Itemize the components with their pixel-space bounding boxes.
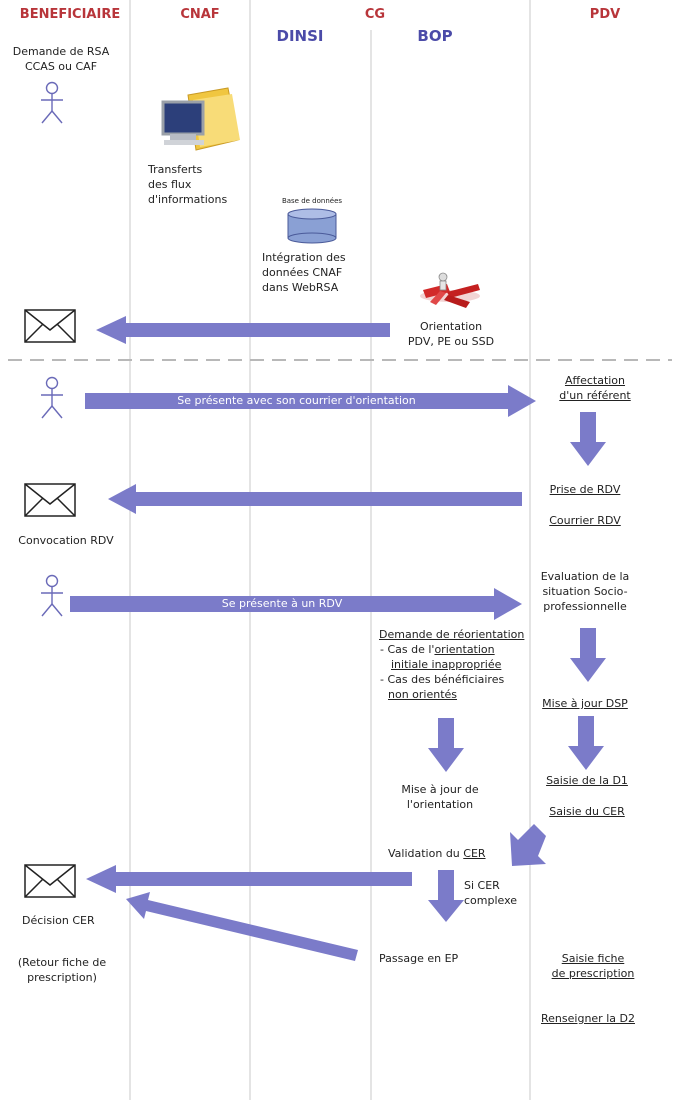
saisie-fiche-text: Saisie fiche de prescription	[551, 952, 635, 980]
orientation-text: Orientation PDV, PE ou SSD	[407, 320, 495, 348]
arrow-affectation-down	[570, 412, 606, 466]
affectation-text: Affectation d'un référent	[559, 374, 631, 402]
lane-header-dinsi: DINSI	[276, 27, 324, 45]
envelope-icon	[24, 483, 76, 517]
database-icon	[287, 208, 337, 244]
cas-beneficiaires-line1: - Cas des bénéficiaires	[380, 673, 505, 686]
lane-header-cnaf: CNAF	[180, 7, 220, 22]
envelope-icon	[24, 864, 76, 898]
database-label: Base de données	[281, 197, 343, 205]
envelope-icon	[24, 309, 76, 343]
lane-header-cg: CG	[364, 7, 386, 22]
demande-rsa-text: Demande de RSA CCAS ou CAF	[12, 45, 110, 73]
integration-text: Intégration des données CNAF dans WebRSA	[262, 251, 346, 294]
renseigner-d2-text: Renseigner la D2	[541, 1012, 635, 1025]
decision-cer-text: Décision CER	[22, 914, 95, 927]
courrier-rdv-text: Courrier RDV	[549, 514, 621, 527]
transferts-text: Transferts des flux d'informations	[148, 163, 228, 206]
saisie-d1-text: Saisie de la D1	[546, 774, 628, 787]
lane-header-bop: BOP	[417, 27, 453, 45]
arrow-decision-cer	[86, 865, 412, 893]
orientation-arrows-icon	[420, 272, 480, 308]
evaluation-text: Evaluation de la situation Socio- profes…	[540, 570, 630, 613]
stick-figure-icon	[40, 574, 64, 617]
cas-beneficiaires-line2: non orientés	[388, 688, 458, 701]
presente-courrier-label: Se présente avec son courrier d'orientat…	[177, 394, 416, 407]
arrow-cer-diagonal	[510, 824, 546, 866]
lane-header-beneficiaire: BENEFICIAIRE	[19, 7, 121, 22]
arrow-validation-down	[428, 870, 464, 922]
arrow-convocation	[108, 484, 522, 514]
arrow-reorientation-down	[428, 718, 464, 772]
arrow-evaluation-down	[570, 628, 606, 682]
saisie-cer-text: Saisie du CER	[549, 805, 625, 818]
si-cer-complexe-text: Si CER complexe	[464, 879, 518, 907]
mise-a-jour-orientation-text: Mise à jour de l'orientation	[401, 783, 479, 811]
convocation-rdv-text: Convocation RDV	[18, 534, 114, 547]
stick-figure-icon	[40, 81, 64, 124]
computer-folder-icon	[161, 87, 240, 151]
cas-orientation-line2: initiale inappropriée	[391, 658, 502, 671]
arrow-dsp-down	[568, 716, 604, 770]
prise-rdv-text: Prise de RDV	[549, 483, 621, 496]
arrow-presente-rdv	[70, 588, 522, 620]
arrow-ep-to-decision	[126, 892, 358, 961]
passage-ep-text: Passage en EP	[379, 952, 459, 965]
demande-reorientation-text: Demande de réorientation	[379, 628, 525, 641]
arrow-presente-courrier	[85, 385, 536, 417]
validation-cer-text: Validation du CER	[388, 847, 486, 860]
cas-orientation-line1: - Cas de l'orientation	[380, 643, 495, 656]
presente-rdv-label: Se présente à un RDV	[221, 597, 343, 610]
mise-a-jour-dsp-text: Mise à jour DSP	[542, 697, 628, 710]
stick-figure-icon	[40, 376, 64, 419]
arrow-to-beneficiaire	[96, 316, 390, 344]
retour-fiche-text: (Retour fiche de prescription)	[17, 956, 107, 984]
lane-header-pdv: PDV	[589, 7, 621, 22]
